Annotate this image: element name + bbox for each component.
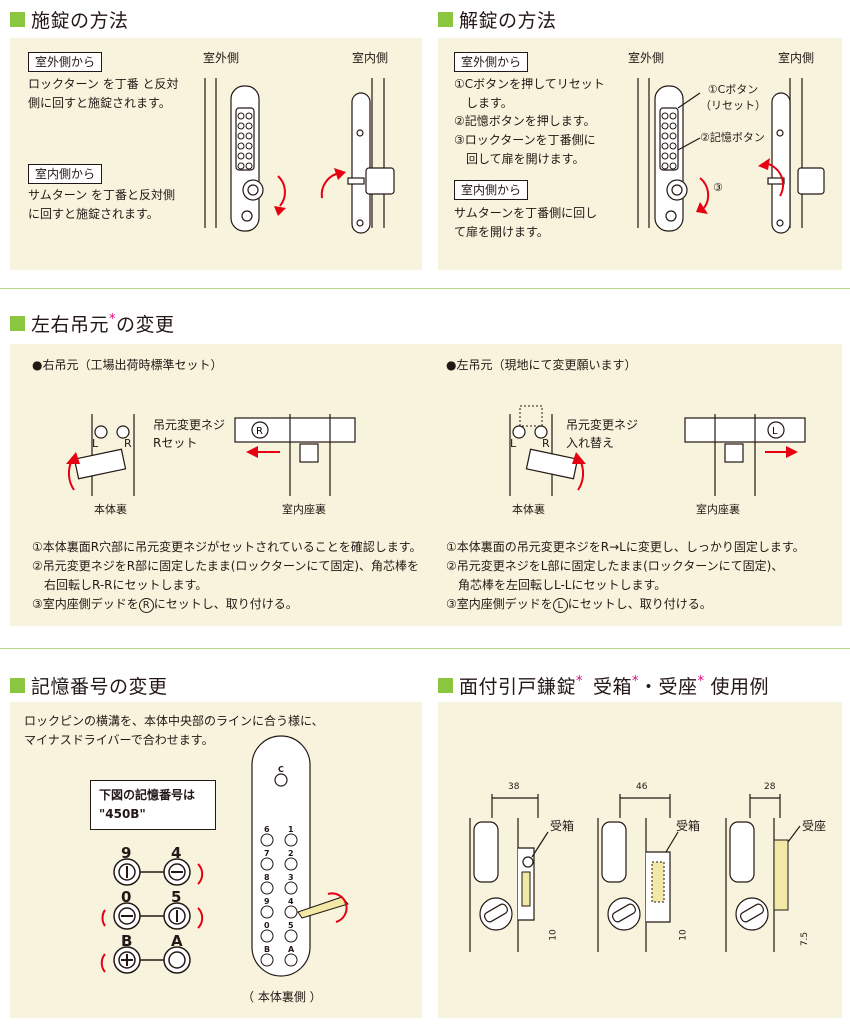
left-note-2: ②吊元変更ネジをL部に固定したまま(ロックターンにて固定)、: [446, 559, 784, 573]
divider: [0, 288, 850, 289]
heading-lock-method: 施錠の方法: [10, 6, 129, 33]
right-caption-strike: 室内座裏: [282, 503, 326, 516]
key-label: 9: [121, 844, 131, 862]
svg-text:0: 0: [264, 921, 270, 930]
asterisk: *: [697, 674, 705, 689]
example-3-label: 受座: [802, 819, 827, 833]
asterisk: *: [632, 674, 640, 689]
code-keys-diagram: 9 4 0 5 B A: [100, 844, 204, 974]
svg-text:3: 3: [288, 873, 294, 882]
panel-code-change: ロックピンの横溝を、本体中央部のラインに合う様に、 マイナスドライバーで合わせま…: [10, 702, 422, 1018]
label-indoor-side: 室内側: [352, 51, 389, 65]
svg-text:6: 6: [264, 825, 270, 834]
step-2: ②記憶ボタンを押します。: [454, 114, 596, 128]
key-label: 5: [171, 888, 181, 906]
svg-text:A: A: [288, 945, 295, 954]
right-hinge-diagram: R: [66, 414, 356, 496]
right-note-1: ①本体裏面R穴部に吊元変更ネジがセットされていることを確認します。: [32, 540, 422, 554]
rear-body-caption: （ 本体裏側 ）: [242, 990, 322, 1004]
left-caption-strike: 室内座裏: [696, 503, 740, 516]
text-inside-unlock: サムターンを丁番側に回し て扉を開けます。: [454, 206, 598, 239]
usage-examples-diagram: [469, 794, 801, 952]
svg-text:R: R: [256, 426, 263, 437]
lock-outside-illustration: [204, 78, 395, 234]
callout-memory-button: ②記憶ボタン: [700, 131, 765, 144]
example-2-label: 受箱: [676, 819, 701, 833]
label-indoor-side: 室内側: [778, 51, 815, 65]
example-2-dim-top: 46: [636, 782, 648, 792]
svg-text:L: L: [772, 426, 778, 437]
key-label: 4: [171, 844, 181, 862]
svg-text:2: 2: [288, 849, 294, 858]
heading-code-change: 記憶番号の変更: [10, 672, 168, 699]
tag-inside: 室内側から: [28, 164, 103, 184]
heading-unlock-method: 解錠の方法: [438, 6, 557, 33]
svg-text:5: 5: [288, 921, 294, 930]
panel-hinge-change: ●右吊元（工場出荷時標準セット） 吊元変更ネジ Rセット L R 本体裏 室内座…: [10, 344, 842, 626]
code-intro: ロックピンの横溝を、本体中央部のラインに合う様に、 マイナスドライバーで合わせま…: [24, 714, 324, 747]
right-note-2: ②吊元変更ネジをR部に固定したまま(ロックターンにて固定)、角芯棒を: [32, 559, 420, 573]
code-example-box: 下図の記憶番号は "450B": [90, 780, 216, 830]
example-3-dim-top: 28: [764, 782, 776, 792]
left-note-2b: 角芯棒を左回転しL-Lにセットします。: [446, 578, 667, 592]
left-hinge-heading: ●左吊元（現地にて変更願います）: [446, 358, 637, 372]
svg-text:7: 7: [264, 849, 270, 858]
text-inside-lock: サムターン を丁番と反対側 に回すと施錠されます。: [28, 188, 175, 221]
key-label: 0: [121, 888, 131, 906]
right-hinge-heading: ●右吊元（工場出荷時標準セット）: [32, 358, 223, 372]
badge-L: L: [552, 598, 568, 613]
callout-c-button: ①Cボタン （リセット）: [700, 83, 766, 112]
panel-unlock-method: 室外側から ①Cボタンを押してリセット します。 ②記憶ボタンを押します。 ③ロ…: [438, 38, 842, 270]
step-3: ③ロックターンを丁番側に 回して扉を開けます。: [454, 133, 596, 166]
unlock-illustration: [637, 78, 825, 234]
green-square-icon: [10, 678, 25, 693]
svg-text:B: B: [264, 945, 270, 954]
left-screw-label: 吊元変更ネジ 入れ替え: [566, 418, 639, 450]
green-square-icon: [10, 316, 25, 331]
svg-text:9: 9: [264, 897, 270, 906]
green-square-icon: [438, 12, 453, 27]
key-label: B: [121, 932, 132, 950]
tag-inside: 室内側から: [454, 180, 529, 200]
svg-text:1: 1: [288, 825, 294, 834]
tag-outside: 室外側から: [454, 52, 529, 72]
asterisk: *: [576, 674, 584, 689]
badge-R: R: [138, 598, 154, 613]
green-square-icon: [10, 12, 25, 27]
right-screw-label: 吊元変更ネジ Rセット: [153, 418, 226, 450]
right-R-label: R: [124, 437, 132, 450]
key-label: A: [171, 932, 183, 950]
text-outside-lock: ロックターン を丁番 と反対 側に回すと施錠されます。: [28, 77, 179, 110]
svg-text:4: 4: [288, 897, 294, 906]
right-note-2b: 右回転しR-Rにセットします。: [32, 578, 208, 592]
left-note-1: ①本体裏面の吊元変更ネジをR→Lに変更し、しっかり固定します。: [446, 540, 805, 554]
panel-lock-method: 室外側から ロックターン を丁番 と反対 側に回すと施錠されます。 室内側から …: [10, 38, 422, 270]
divider: [0, 648, 850, 649]
asterisk: *: [109, 312, 117, 327]
left-L-label: L: [510, 437, 517, 450]
code-example-text: 下図の記憶番号は "450B": [99, 788, 196, 821]
heading-hinge-change: 左右吊元*の変更: [10, 310, 175, 337]
rear-body-diagram: C 6 1 7 2 8 3 9 4 0 5 B A: [251, 735, 349, 977]
example-1-label: 受箱: [550, 819, 575, 833]
panel-usage-examples: 38 受箱 10 46 受箱 10 28 受座 7.5: [438, 702, 842, 1018]
label-outdoor-side: 室外側: [203, 51, 240, 65]
left-hinge-diagram: L: [509, 405, 806, 496]
right-L-label: L: [92, 437, 99, 450]
label-outdoor-side: 室外側: [628, 51, 665, 65]
rear-key-label: C: [278, 765, 284, 774]
svg-text:8: 8: [264, 873, 270, 882]
right-caption-body: 本体裏: [94, 503, 127, 516]
heading-usage-examples: 面付引戸鎌錠*受箱*・受座*使用例: [438, 672, 769, 699]
left-caption-body: 本体裏: [512, 503, 545, 516]
left-R-label: R: [542, 437, 550, 450]
example-1-dim-top: 38: [508, 782, 520, 792]
callout-step-3: ③: [713, 181, 723, 194]
tag-outside: 室外側から: [28, 52, 103, 72]
green-square-icon: [438, 678, 453, 693]
step-1: ①Cボタンを押してリセット します。: [454, 77, 605, 110]
